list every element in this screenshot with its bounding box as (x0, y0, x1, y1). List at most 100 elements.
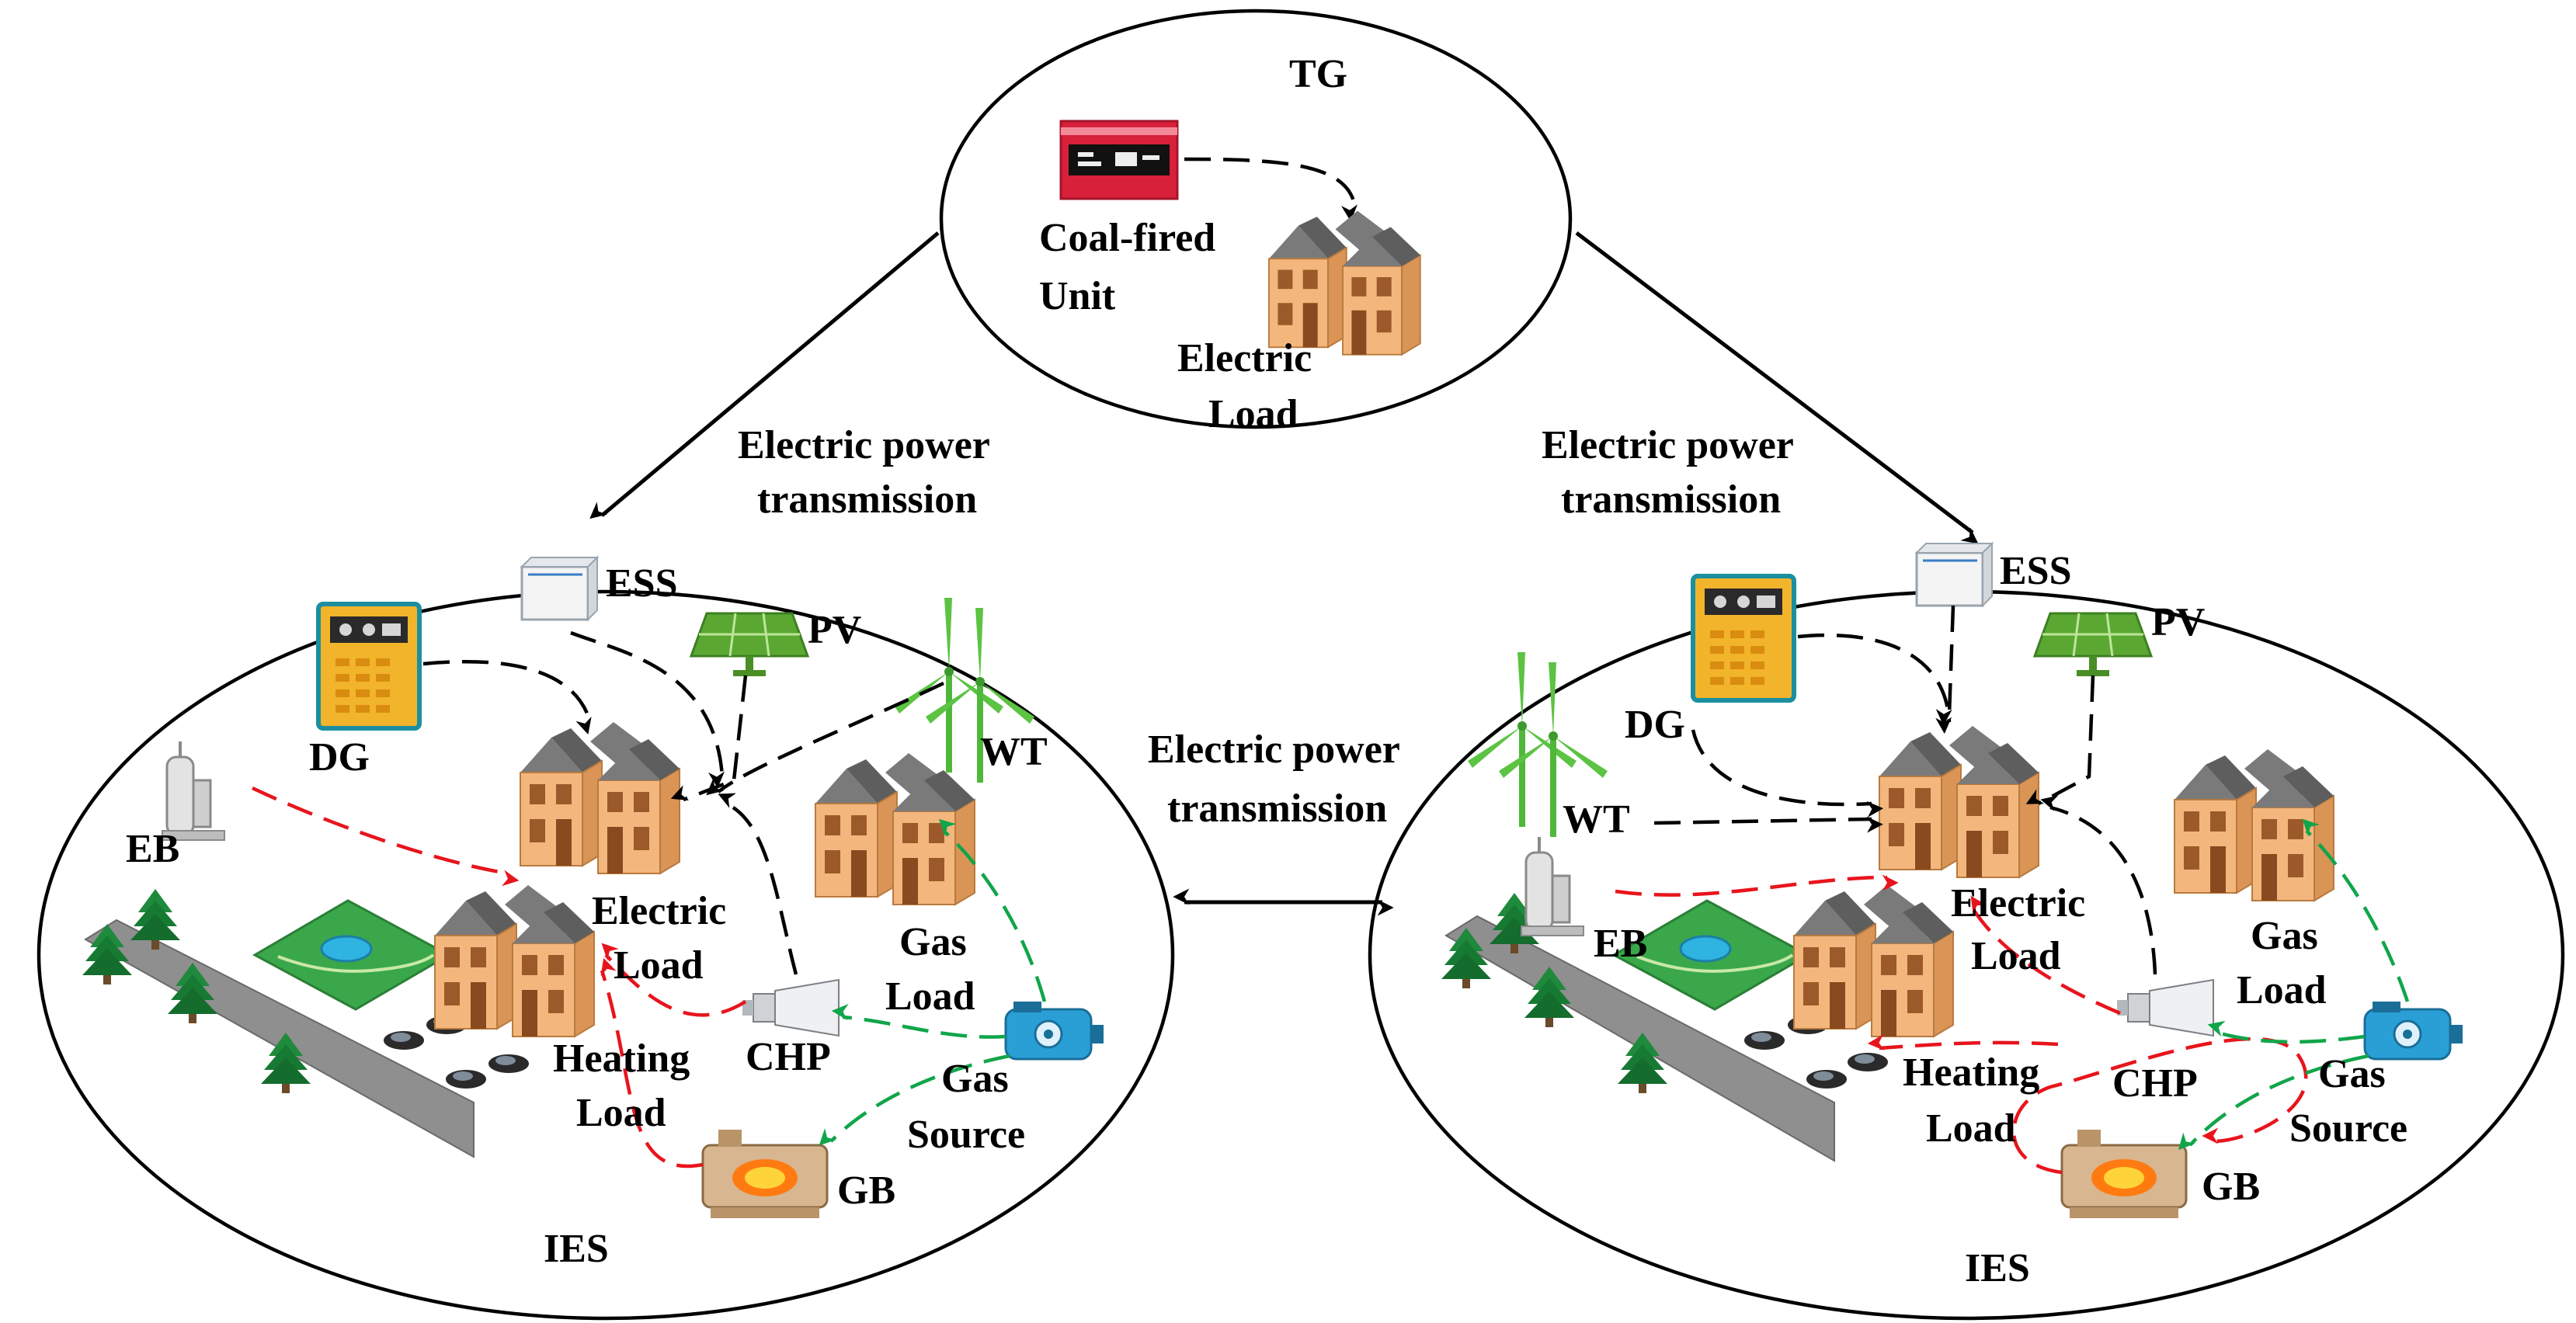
car-icon (1744, 1031, 1785, 1050)
heating-to-heating-load-flow (1867, 1034, 2059, 1051)
car-icon (446, 1070, 486, 1089)
gb-to-heating-load-flow (2011, 1037, 2308, 1175)
ies-right-region: ESS PV DG WT EB Electric Load Gas Load H… (1441, 542, 2464, 1290)
gas-to-gb-flow (819, 1054, 1010, 1146)
eb-label: EB (126, 827, 179, 871)
car-icon (1806, 1070, 1847, 1089)
wt-label: WT (980, 730, 1048, 774)
gas-source-label-2: Source (907, 1113, 1025, 1157)
chp-to-electric-load-flow (2040, 795, 2157, 975)
chp-label: CHP (2112, 1061, 2198, 1106)
heating-load-label-1: Heating (1903, 1050, 2039, 1095)
ess-to-load-flow (570, 630, 725, 789)
chp-label: CHP (746, 1035, 831, 1079)
dg-to-load-flow (1797, 633, 1952, 734)
car-icon (1848, 1053, 1888, 1071)
pv-to-load-flow (670, 675, 748, 802)
gas-source-label-2: Source (2289, 1106, 2407, 1151)
ies-left-title: IES (544, 1227, 609, 1271)
chp-icon (2116, 979, 2214, 1037)
gb-to-heating-load-flow (600, 957, 704, 1168)
chp-to-heating-load-flow (601, 943, 747, 1017)
gas-load-label-2: Load (2237, 968, 2327, 1012)
tg-electric-load-icon (1268, 210, 1421, 356)
gas-source-icon (2363, 1000, 2464, 1061)
electric-load-icon (1879, 725, 2039, 878)
pv-icon (2033, 612, 2153, 678)
chp-to-electric-load-flow (718, 793, 798, 975)
coal-fired-label: Coal-fired (1039, 216, 1215, 260)
pv-icon (690, 612, 809, 678)
gas-to-gas-load-flow (938, 818, 1047, 1002)
wt-label: WT (1563, 797, 1630, 842)
gb-label: GB (837, 1168, 895, 1213)
tg-region-boundary (939, 9, 1573, 429)
electric-load-label-2: Load (1971, 934, 2061, 978)
tg-to-left-ies-link (589, 231, 940, 519)
electric-load-label-1: Electric (592, 889, 726, 933)
park-icon (253, 899, 450, 1011)
electric-load-label-1: Electric (1951, 881, 2085, 925)
gas-source-label-1: Gas (941, 1057, 1009, 1101)
chp-icon (742, 979, 840, 1037)
pv-label: PV (2151, 600, 2205, 644)
eb-to-heating-load-flow (252, 786, 520, 887)
heating-load-icon (434, 884, 595, 1037)
coal-to-load-flow (1184, 157, 1358, 222)
heating-load-icon (1793, 884, 1954, 1037)
wt-to-load-flow (1653, 816, 1883, 833)
car-icon (384, 1031, 424, 1050)
gas-load-label-2: Load (885, 974, 975, 1019)
gas-to-chp-flow (2207, 1020, 2366, 1044)
mid-link-label-1: Electric power (1148, 727, 1400, 772)
ies-right-title: IES (1965, 1246, 2030, 1290)
ies-left-region-boundary (37, 589, 1175, 1321)
ess-label: ESS (2000, 549, 2072, 593)
tg-to-right-ies-link (1575, 231, 1979, 544)
tg-electric-load-label-2: Load (1208, 392, 1298, 436)
gas-source-icon (1004, 1000, 1105, 1061)
tg-electric-load-label-1: Electric (1177, 336, 1312, 380)
ess-to-load-flow (1935, 605, 1955, 726)
left-link-label-2: transmission (757, 477, 977, 522)
car-icon (488, 1054, 529, 1073)
gas-load-label-1: Gas (2251, 914, 2318, 958)
ies-left-region: ESS PV DG WT EB Electric Load Gas Load H… (82, 556, 1105, 1271)
eb-label: EB (1594, 922, 1647, 966)
gas-load-icon (815, 752, 975, 905)
gas-to-chp-flow (831, 1004, 1006, 1039)
heating-load-label-2: Load (576, 1091, 666, 1135)
left-link-label-1: Electric power (738, 423, 990, 467)
coal-fired-unit-icon (1059, 120, 1179, 200)
gb-label: GB (2202, 1165, 2260, 1209)
heating-load-label-1: Heating (553, 1037, 690, 1081)
right-link-label-1: Electric power (1542, 423, 1794, 467)
pv-label: PV (808, 608, 861, 652)
dg-icon (318, 604, 419, 728)
gb-icon (2060, 1128, 2188, 1220)
right-link-label-2: transmission (1561, 477, 1781, 522)
pv-to-load-flow (2025, 675, 2095, 805)
eb-icon (1520, 835, 1585, 937)
dg-label: DG (309, 735, 370, 780)
electric-load-label-2: Load (614, 943, 704, 988)
ess-icon (1915, 542, 1994, 607)
dg-branch-to-load-flow (1691, 729, 1884, 818)
chp-to-heating-load-flow (1970, 895, 2121, 1016)
dg-label: DG (1625, 703, 1685, 747)
dg-to-load-flow (422, 659, 593, 735)
gas-load-label-1: Gas (899, 920, 967, 964)
tg-title: TG (1289, 52, 1347, 96)
electric-load-icon (520, 721, 680, 874)
gas-source-label-1: Gas (2318, 1052, 2386, 1096)
coal-fired-unit-label: Unit (1039, 274, 1116, 318)
heating-load-label-2: Load (1926, 1106, 2016, 1151)
mid-link-label-2: transmission (1167, 787, 1387, 831)
eb-to-electric-load-flow (1615, 874, 1899, 897)
ess-label: ESS (606, 561, 678, 606)
gas-load-icon (2174, 748, 2334, 901)
gas-to-gas-load-flow (2302, 818, 2410, 1002)
gb-icon (701, 1128, 829, 1220)
dg-icon (1693, 576, 1794, 700)
